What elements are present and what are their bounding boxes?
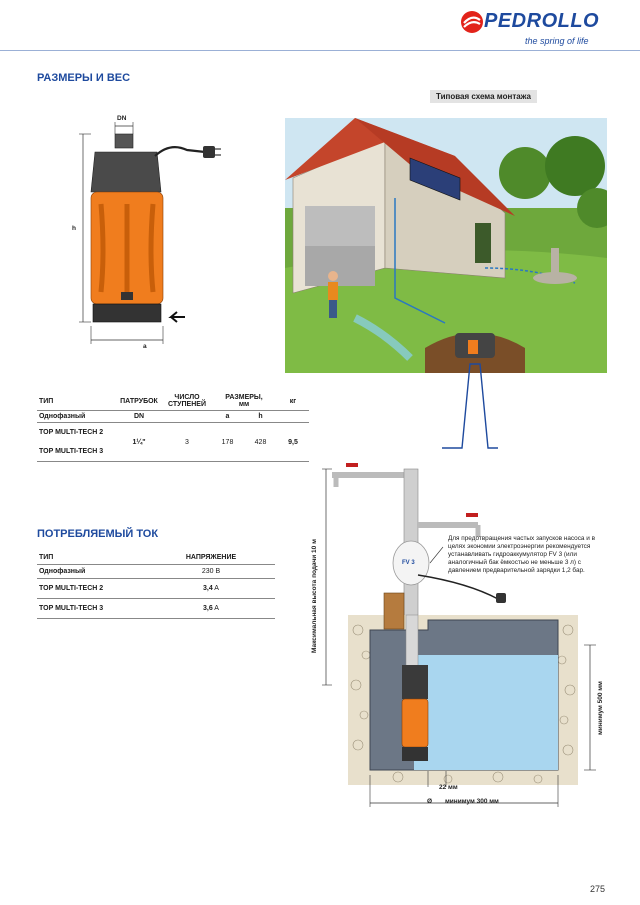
logo-swirl-icon bbox=[461, 11, 483, 33]
col-dims-header: РАЗМЕРЫ,мм bbox=[211, 392, 277, 411]
subhead-type: Однофазный bbox=[37, 410, 115, 423]
gap-label: 22 мм bbox=[439, 784, 458, 791]
current-value: 3,6 bbox=[203, 605, 213, 612]
col-outlet-header: ПАТРУБОК bbox=[115, 392, 163, 411]
pump-dimension-drawing bbox=[79, 122, 221, 344]
weight-value: 9,5 bbox=[277, 422, 309, 462]
subhead-outlet: DN bbox=[115, 410, 163, 423]
col-type-header: ТИП bbox=[37, 551, 147, 565]
subhead-type: Однофазный bbox=[37, 564, 147, 579]
dimensions-section-title: РАЗМЕРЫ И ВЕС bbox=[37, 72, 131, 84]
col-weight-header: кг bbox=[277, 392, 309, 411]
subhead-voltage: 230 В bbox=[147, 564, 275, 579]
h-label: h bbox=[72, 225, 76, 232]
installation-schematic bbox=[322, 463, 596, 807]
col-type-header: ТИП bbox=[37, 392, 115, 411]
h-value: 428 bbox=[244, 422, 277, 462]
brand-tagline: the spring of life bbox=[525, 36, 589, 46]
tank-label: FV 3 bbox=[402, 560, 415, 566]
current-cell: 3,4 A bbox=[147, 578, 275, 599]
stages-value: 3 bbox=[163, 422, 211, 462]
current-unit: A bbox=[212, 605, 219, 612]
table-row: TOP MULTI-TECH 3 3,6 A bbox=[37, 598, 275, 619]
current-table: ТИП НАПРЯЖЕНИЕ Однофазный 230 В TOP MULT… bbox=[37, 551, 275, 619]
install-scheme-caption: Типовая схема монтажа bbox=[430, 90, 537, 103]
header-divider bbox=[0, 50, 640, 51]
model-name: TOP MULTI-TECH 3 bbox=[37, 598, 147, 619]
page-number: 275 bbox=[590, 884, 606, 894]
installation-illustration bbox=[285, 118, 607, 373]
current-unit: A bbox=[212, 585, 219, 592]
model-name: TOP MULTI-TECH 3 bbox=[37, 442, 115, 462]
min-300-label: минимум 300 мм bbox=[445, 798, 499, 805]
current-value: 3,4 bbox=[203, 585, 213, 592]
a-value: 178 bbox=[211, 422, 244, 462]
current-section-title: ПОТРЕБЛЯЕМЫЙ ТОК bbox=[37, 528, 159, 540]
current-cell: 3,6 A bbox=[147, 598, 275, 619]
col-voltage-header: НАПРЯЖЕНИЕ bbox=[147, 551, 275, 565]
connector-lines bbox=[442, 363, 498, 449]
table-row: TOP MULTI-TECH 2 1¼" 3 178 428 9,5 bbox=[37, 422, 309, 462]
model-name: TOP MULTI-TECH 2 bbox=[39, 429, 104, 436]
min-500-label: минимум 500 мм bbox=[597, 681, 604, 735]
subhead-h: h bbox=[244, 410, 277, 423]
max-height-label: Максимальная высота подачи 10 м bbox=[311, 539, 318, 653]
model-name: TOP MULTI-TECH 2 bbox=[37, 578, 147, 599]
diameter-symbol: Ø bbox=[427, 798, 433, 805]
dn-label: DN bbox=[117, 115, 127, 122]
table-row: TOP MULTI-TECH 2 3,4 A bbox=[37, 578, 275, 599]
table-row: TOP MULTI-TECH 3 bbox=[37, 442, 309, 462]
subhead-a: a bbox=[211, 410, 244, 423]
brand-logo: PEDROLLO bbox=[484, 10, 600, 32]
outlet-value: 1¼" bbox=[115, 422, 163, 462]
accumulator-note: Для предотвращения частых запусков насос… bbox=[448, 535, 595, 574]
a-label: a bbox=[143, 343, 147, 350]
